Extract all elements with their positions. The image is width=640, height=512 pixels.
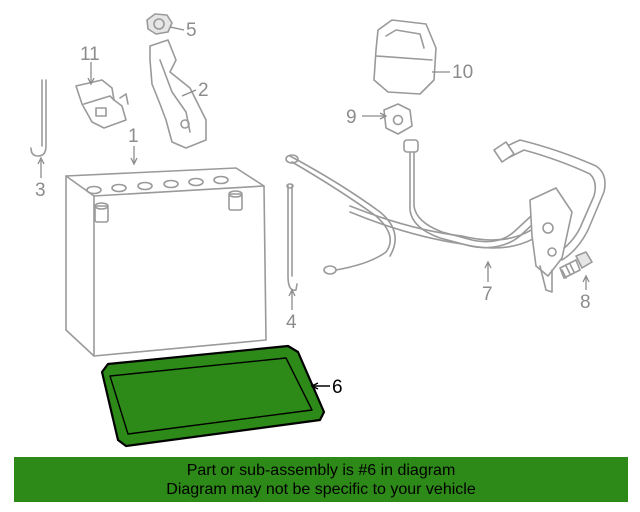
parts-diagram: 1 2 3 4 5 6 7 8 9 10 11 — [30, 13, 606, 448]
bolt-part-8[interactable] — [559, 251, 593, 279]
battery-tray-part-6[interactable] — [100, 344, 326, 448]
leader-4-arrow — [288, 288, 296, 297]
leader-1-arrow — [130, 157, 138, 166]
nut-part-5[interactable] — [146, 13, 173, 35]
callout-7[interactable]: 7 — [482, 284, 493, 305]
rod-part-4[interactable] — [286, 183, 298, 292]
banner-line-disclaimer: Diagram may not be specific to your vehi… — [166, 481, 476, 498]
callout-3[interactable]: 3 — [35, 180, 46, 201]
leader-5 — [169, 26, 185, 31]
part-info-banner: Part or sub-assembly is #6 in diagram Di… — [14, 457, 628, 502]
callout-8[interactable]: 8 — [580, 292, 591, 313]
callout-2[interactable]: 2 — [198, 80, 209, 101]
terminal-cover-part-10[interactable] — [373, 19, 437, 95]
callout-4[interactable]: 4 — [286, 312, 297, 333]
cable-harness-part-7[interactable] — [285, 139, 606, 293]
leader-6-arrow — [310, 382, 319, 390]
leader-7-arrow — [484, 260, 492, 269]
callout-5[interactable]: 5 — [186, 20, 197, 41]
leader-11-arrow — [87, 77, 95, 86]
callout-11[interactable]: 11 — [80, 44, 100, 65]
callout-10[interactable]: 10 — [452, 62, 473, 83]
battery-part-1[interactable] — [65, 167, 267, 357]
callout-6[interactable]: 6 — [332, 377, 343, 398]
leader-3-arrow — [37, 156, 45, 165]
callout-1[interactable]: 1 — [128, 126, 139, 147]
callout-9[interactable]: 9 — [346, 107, 357, 128]
j-bolt-part-3[interactable] — [30, 79, 47, 157]
leader-8-arrow — [582, 274, 590, 283]
bracket-part-9[interactable] — [383, 103, 413, 135]
sensor-part-11[interactable] — [75, 79, 129, 129]
leader-2 — [181, 89, 197, 97]
hold-down-clamp-part-2[interactable] — [149, 39, 207, 149]
banner-line-part: Part or sub-assembly is #6 in diagram — [186, 462, 456, 479]
leader-9-arrow — [379, 112, 388, 120]
